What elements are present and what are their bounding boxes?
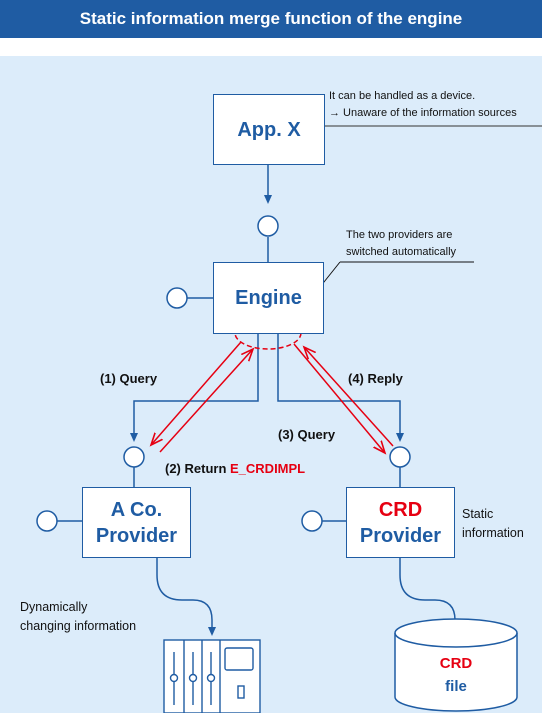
query-3-arrow bbox=[293, 343, 385, 453]
crd-provider-port bbox=[389, 446, 411, 468]
switch-note: The two providers are switched automatic… bbox=[346, 227, 456, 261]
crd-file-label: CRD file bbox=[395, 653, 517, 698]
engine-interface-port bbox=[257, 215, 279, 237]
step-return-2-prefix: (2) Return bbox=[165, 461, 230, 476]
dynamic-note-line1: Dynamically bbox=[20, 600, 88, 614]
static-note-line1: Static bbox=[462, 507, 494, 521]
step-query-1: (1) Query bbox=[100, 371, 158, 386]
step-reply-4: (4) Reply bbox=[348, 371, 403, 386]
crd-file-cylinder-icon bbox=[394, 618, 518, 712]
engine-side-port bbox=[166, 287, 188, 309]
a-provider-side-port bbox=[36, 510, 58, 532]
dynamic-info-note: Dynamically changing information bbox=[20, 598, 136, 637]
crd-provider-box: CRD Provider bbox=[346, 487, 455, 558]
title-banner: Static information merge function of the… bbox=[0, 0, 542, 38]
app-note-line2: → Unaware of the information sources bbox=[329, 107, 517, 120]
return-2-arrow bbox=[159, 349, 253, 453]
app-note: It can be handled as a device. → Unaware… bbox=[329, 88, 517, 122]
engine-to-crd-provider-line bbox=[277, 334, 404, 442]
switch-note-line1: The two providers are bbox=[346, 229, 453, 241]
engine-to-a-provider-line bbox=[130, 334, 259, 442]
engine-box: Engine bbox=[213, 262, 324, 334]
step-return-2-code: E_CRDIMPL bbox=[230, 461, 306, 476]
static-note-line2: information bbox=[462, 526, 524, 541]
dynamic-note-line2: changing information bbox=[20, 619, 137, 634]
a-provider-port bbox=[123, 446, 145, 468]
crd-provider-side-port bbox=[301, 510, 323, 532]
crd-file-line1: CRD bbox=[439, 655, 473, 672]
engine-label: Engine bbox=[235, 287, 302, 309]
server-device-icon bbox=[163, 639, 261, 713]
app-x-label: App. X bbox=[237, 118, 301, 141]
app-note-line1: It can be handled as a device. bbox=[329, 90, 476, 102]
reply-4-arrow bbox=[304, 347, 394, 447]
page-title: Static information merge function of the… bbox=[79, 9, 463, 28]
switch-note-line2: switched automatically bbox=[346, 246, 457, 259]
a-provider-line2: Provider bbox=[95, 524, 178, 547]
crd-provider-line1: CRD bbox=[378, 498, 423, 521]
diagram-canvas bbox=[0, 56, 542, 713]
crd-provider-line2: Provider bbox=[359, 524, 442, 547]
step-return-2: (2) Return E_CRDIMPL bbox=[165, 461, 305, 476]
static-info-note: Static information bbox=[462, 505, 524, 544]
a-co-provider-box: A Co. Provider bbox=[82, 487, 191, 558]
step-query-3: (3) Query bbox=[278, 427, 336, 442]
a-provider-to-device-line bbox=[156, 557, 216, 636]
query-1-arrow bbox=[151, 341, 242, 445]
a-provider-line1: A Co. bbox=[110, 498, 163, 521]
app-x-box: App. X bbox=[213, 94, 325, 165]
crd-file-line2: file bbox=[445, 677, 467, 695]
crd-provider-to-file-line bbox=[399, 557, 459, 636]
